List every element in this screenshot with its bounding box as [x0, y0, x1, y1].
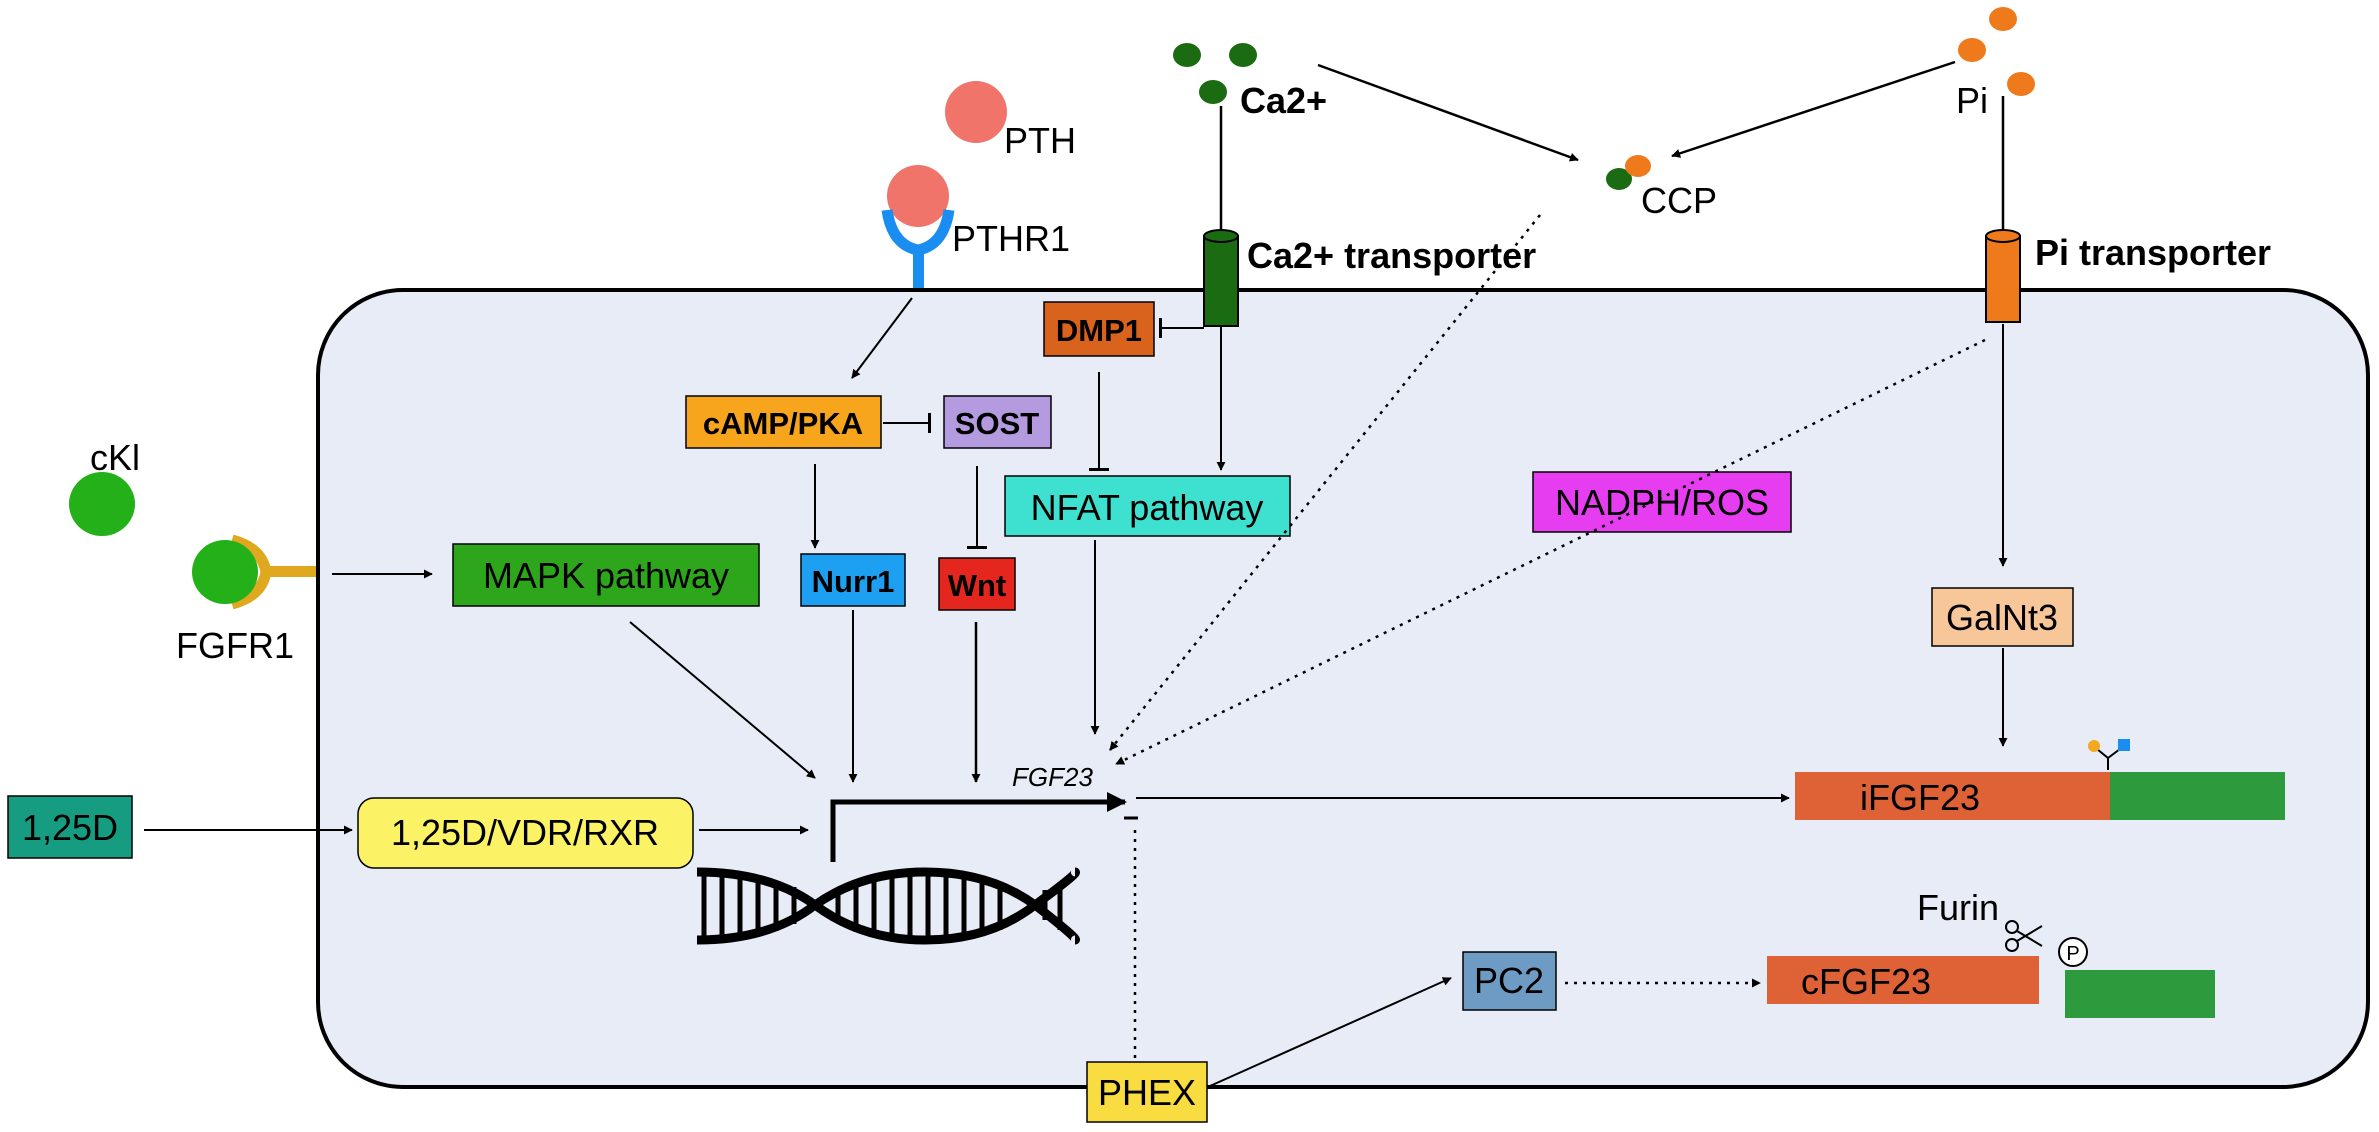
pc2-label: PC2 — [1474, 960, 1544, 1001]
calcium-transporter-label: Ca2+ transporter — [1247, 235, 1536, 276]
arrow-mapk-to-fgf23 — [629, 621, 816, 779]
arrow-pi-to-ccp — [1671, 60, 1956, 158]
calcium-label: Ca2+ — [1240, 80, 1327, 121]
nadph-ros-box — [1532, 471, 1792, 533]
cfgf23-green-fragment — [2065, 970, 2215, 1018]
ckl-label: cKl — [90, 437, 140, 478]
vdr-rxr-label: 1,25D/VDR/RXR — [391, 812, 659, 853]
wnt-label: Wnt — [948, 568, 1007, 603]
wnt-box — [938, 557, 1016, 611]
dmp1-box — [1043, 301, 1155, 357]
cfgf23-orange-segment — [1767, 956, 2039, 1004]
phex-label: PHEX — [1098, 1072, 1196, 1113]
furin-label: Furin — [1917, 887, 1999, 928]
vdr-rxr-box — [357, 797, 694, 869]
fgf23-gene-label: FGF23 — [1012, 762, 1093, 792]
calcium-ions — [1173, 43, 1257, 104]
ckl-bound-icon — [192, 540, 258, 604]
arrow-phex-to-pc2 — [1209, 977, 1452, 1087]
fgfr1-receptor-icon — [230, 534, 316, 610]
phosphate-ions — [1958, 7, 2035, 96]
sost-box — [943, 395, 1052, 449]
nfat-pathway-box — [1004, 475, 1291, 537]
camp-pka-label: cAMP/PKA — [703, 406, 863, 441]
calcium-transporter-icon — [1203, 229, 1239, 327]
d125-box — [7, 795, 133, 859]
ifgf23-orange-segment — [1795, 772, 2110, 820]
phosphate-transporter-icon — [1985, 229, 2021, 323]
svg-text:P: P — [2066, 943, 2079, 965]
ccp-label: CCP — [1641, 180, 1717, 221]
ifgf23-label: iFGF23 — [1860, 777, 1980, 818]
dotted-ccp-to-fgf23 — [1109, 214, 1541, 751]
galnt3-box — [1931, 587, 2074, 647]
sost-label: SOST — [955, 406, 1039, 441]
cfgf23-label: cFGF23 — [1801, 961, 1931, 1002]
ckl-icon — [69, 472, 135, 536]
phosphate-transporter-label: Pi transporter — [2035, 232, 2271, 273]
ifgf23-green-segment — [2110, 772, 2285, 820]
arrow-ca-to-ccp — [1317, 63, 1579, 162]
fgfr1-label: FGFR1 — [176, 625, 294, 666]
phex-box — [1086, 1061, 1208, 1123]
arrow-pthr1-to-camp — [851, 297, 913, 379]
d125-label: 1,25D — [22, 807, 118, 848]
dna-helix-icon — [696, 867, 1080, 945]
phosphate-label: Pi — [1956, 80, 1988, 121]
dmp1-label: DMP1 — [1056, 313, 1142, 348]
pthr1-label: PTHR1 — [952, 218, 1070, 259]
glycosylation-icon — [2088, 739, 2130, 770]
nadph-ros-label: NADPH/ROS — [1555, 482, 1769, 523]
galnt3-label: GalNt3 — [1946, 597, 2058, 638]
cell-membrane — [316, 288, 2370, 1089]
nurr1-box — [800, 553, 906, 607]
nurr1-label: Nurr1 — [812, 564, 895, 599]
ccp-particle-icon — [1606, 155, 1651, 190]
fgf23-promoter-arrow — [830, 792, 1127, 862]
mapk-pathway-label: MAPK pathway — [483, 555, 729, 596]
scissors-icon — [2005, 920, 2043, 952]
mapk-pathway-box — [452, 543, 760, 607]
pth-label: PTH — [1004, 120, 1076, 161]
phosphate-tag-icon: P — [2058, 937, 2088, 967]
pth-hormone-icon — [945, 81, 1007, 143]
pth-bound-icon — [887, 165, 949, 227]
pc2-box — [1462, 951, 1557, 1011]
camp-pka-box — [685, 395, 882, 449]
nfat-pathway-label: NFAT pathway — [1031, 487, 1264, 528]
pthr1-receptor-icon — [881, 209, 955, 288]
